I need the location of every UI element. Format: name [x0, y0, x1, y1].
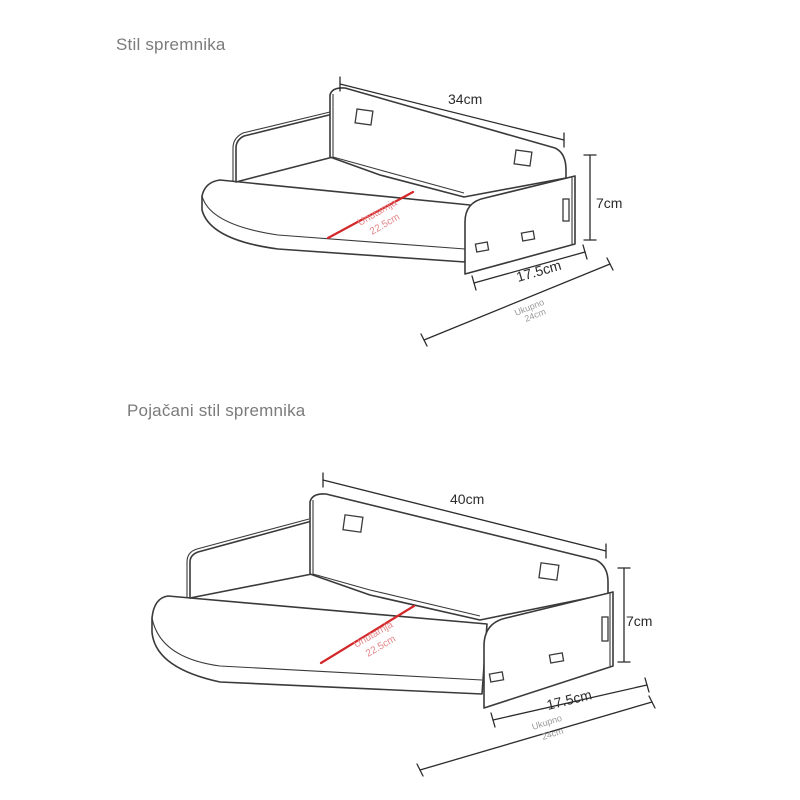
depth-label: 17.5cm — [514, 257, 563, 285]
right-end-panel — [483, 591, 614, 709]
height-label: 7cm — [596, 195, 622, 211]
right-end-panel — [464, 175, 576, 275]
base-panel — [201, 179, 471, 263]
back-panel — [329, 87, 567, 198]
section-title-reinforced: Pojačani stil spremnika — [127, 401, 306, 420]
left-side-panel — [189, 520, 313, 599]
depth-label: 17.5cm — [545, 686, 593, 713]
section-title-basic: Stil spremnika — [116, 35, 226, 54]
left-side-panel — [235, 113, 334, 183]
shelf-drawing-reinforced: Unutarnja 22.5cm 40cm 7cm 17.5cm Ukupno … — [151, 472, 656, 777]
back-panel — [309, 493, 609, 621]
shelf-drawing-basic: Unutarnja 22.5cm 34cm 7cm 17.5cm Ukupno … — [201, 76, 622, 347]
width-label: 40cm — [450, 491, 484, 507]
height-label: 7cm — [626, 613, 652, 629]
width-label: 34cm — [448, 91, 482, 107]
base-panel — [151, 595, 488, 695]
